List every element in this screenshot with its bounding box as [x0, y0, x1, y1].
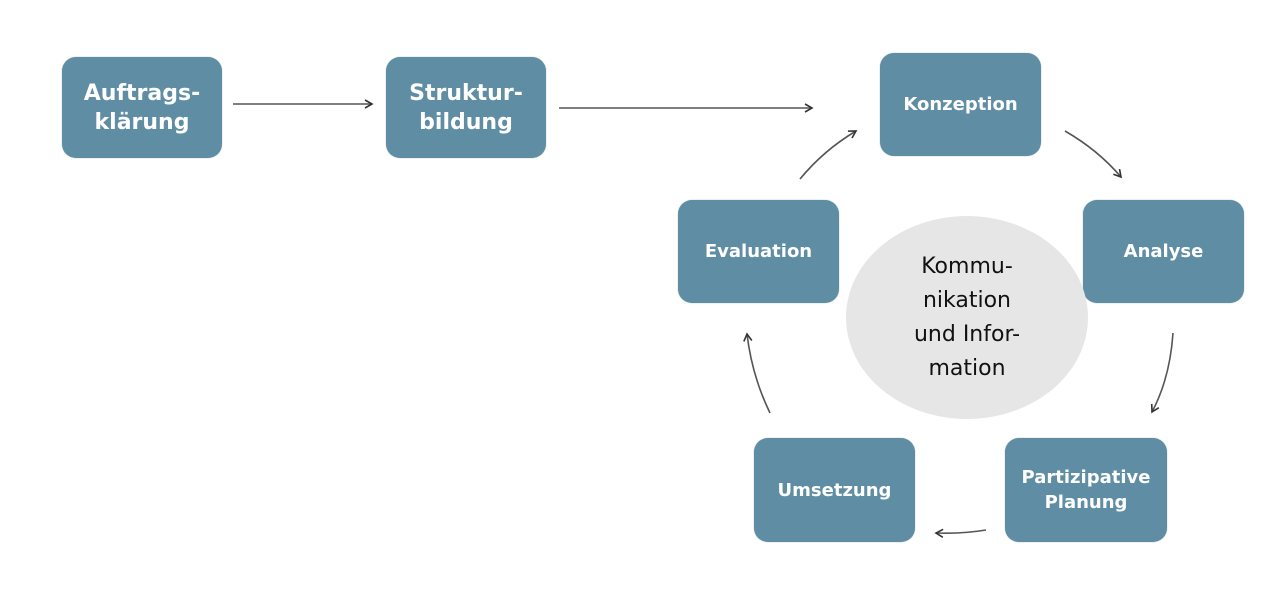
center-label-line: mation — [928, 355, 1006, 381]
arrow-analyse-to-planung — [1150, 332, 1174, 414]
arrow-umsetzung-to-evaluation — [743, 332, 771, 414]
step-evaluation: Evaluation — [678, 200, 839, 303]
step-label-line: Konzeption — [903, 94, 1018, 115]
step-label-line: Auftrags- — [83, 80, 201, 106]
step-partizipative-planung: Partizipative Planung — [1005, 438, 1167, 542]
step-analyse: Analyse — [1083, 200, 1244, 303]
arrow-evaluation-to-konzeption — [799, 130, 858, 180]
center-label-line: Kommu- — [921, 253, 1013, 279]
step-label-line: Partizipative — [1021, 467, 1151, 488]
step-label-line: Evaluation — [704, 241, 813, 262]
step-label-line: Analyse — [1123, 241, 1204, 262]
step-label-line: Umsetzung — [777, 479, 892, 501]
step-label-line: klärung — [94, 109, 190, 135]
arrow-planung-to-umsetzung — [934, 528, 987, 538]
arrow-konzeption-to-analyse — [1064, 130, 1123, 179]
step-label-line: bildung — [419, 109, 513, 135]
center-communication-ellipse: Kommu- nikation und Infor- mation — [846, 216, 1088, 419]
center-label-line: und Infor- — [913, 321, 1021, 347]
step-auftragsklaerung: Auftrags- klärung — [62, 57, 222, 158]
step-konzeption: Konzeption — [880, 53, 1041, 156]
step-umsetzung: Umsetzung — [754, 438, 915, 542]
step-strukturbildung: Struktur- bildung — [386, 57, 546, 158]
step-label-line: Struktur- — [409, 80, 523, 106]
step-label-line: Planung — [1044, 492, 1128, 513]
center-label-line: nikation — [922, 287, 1012, 313]
